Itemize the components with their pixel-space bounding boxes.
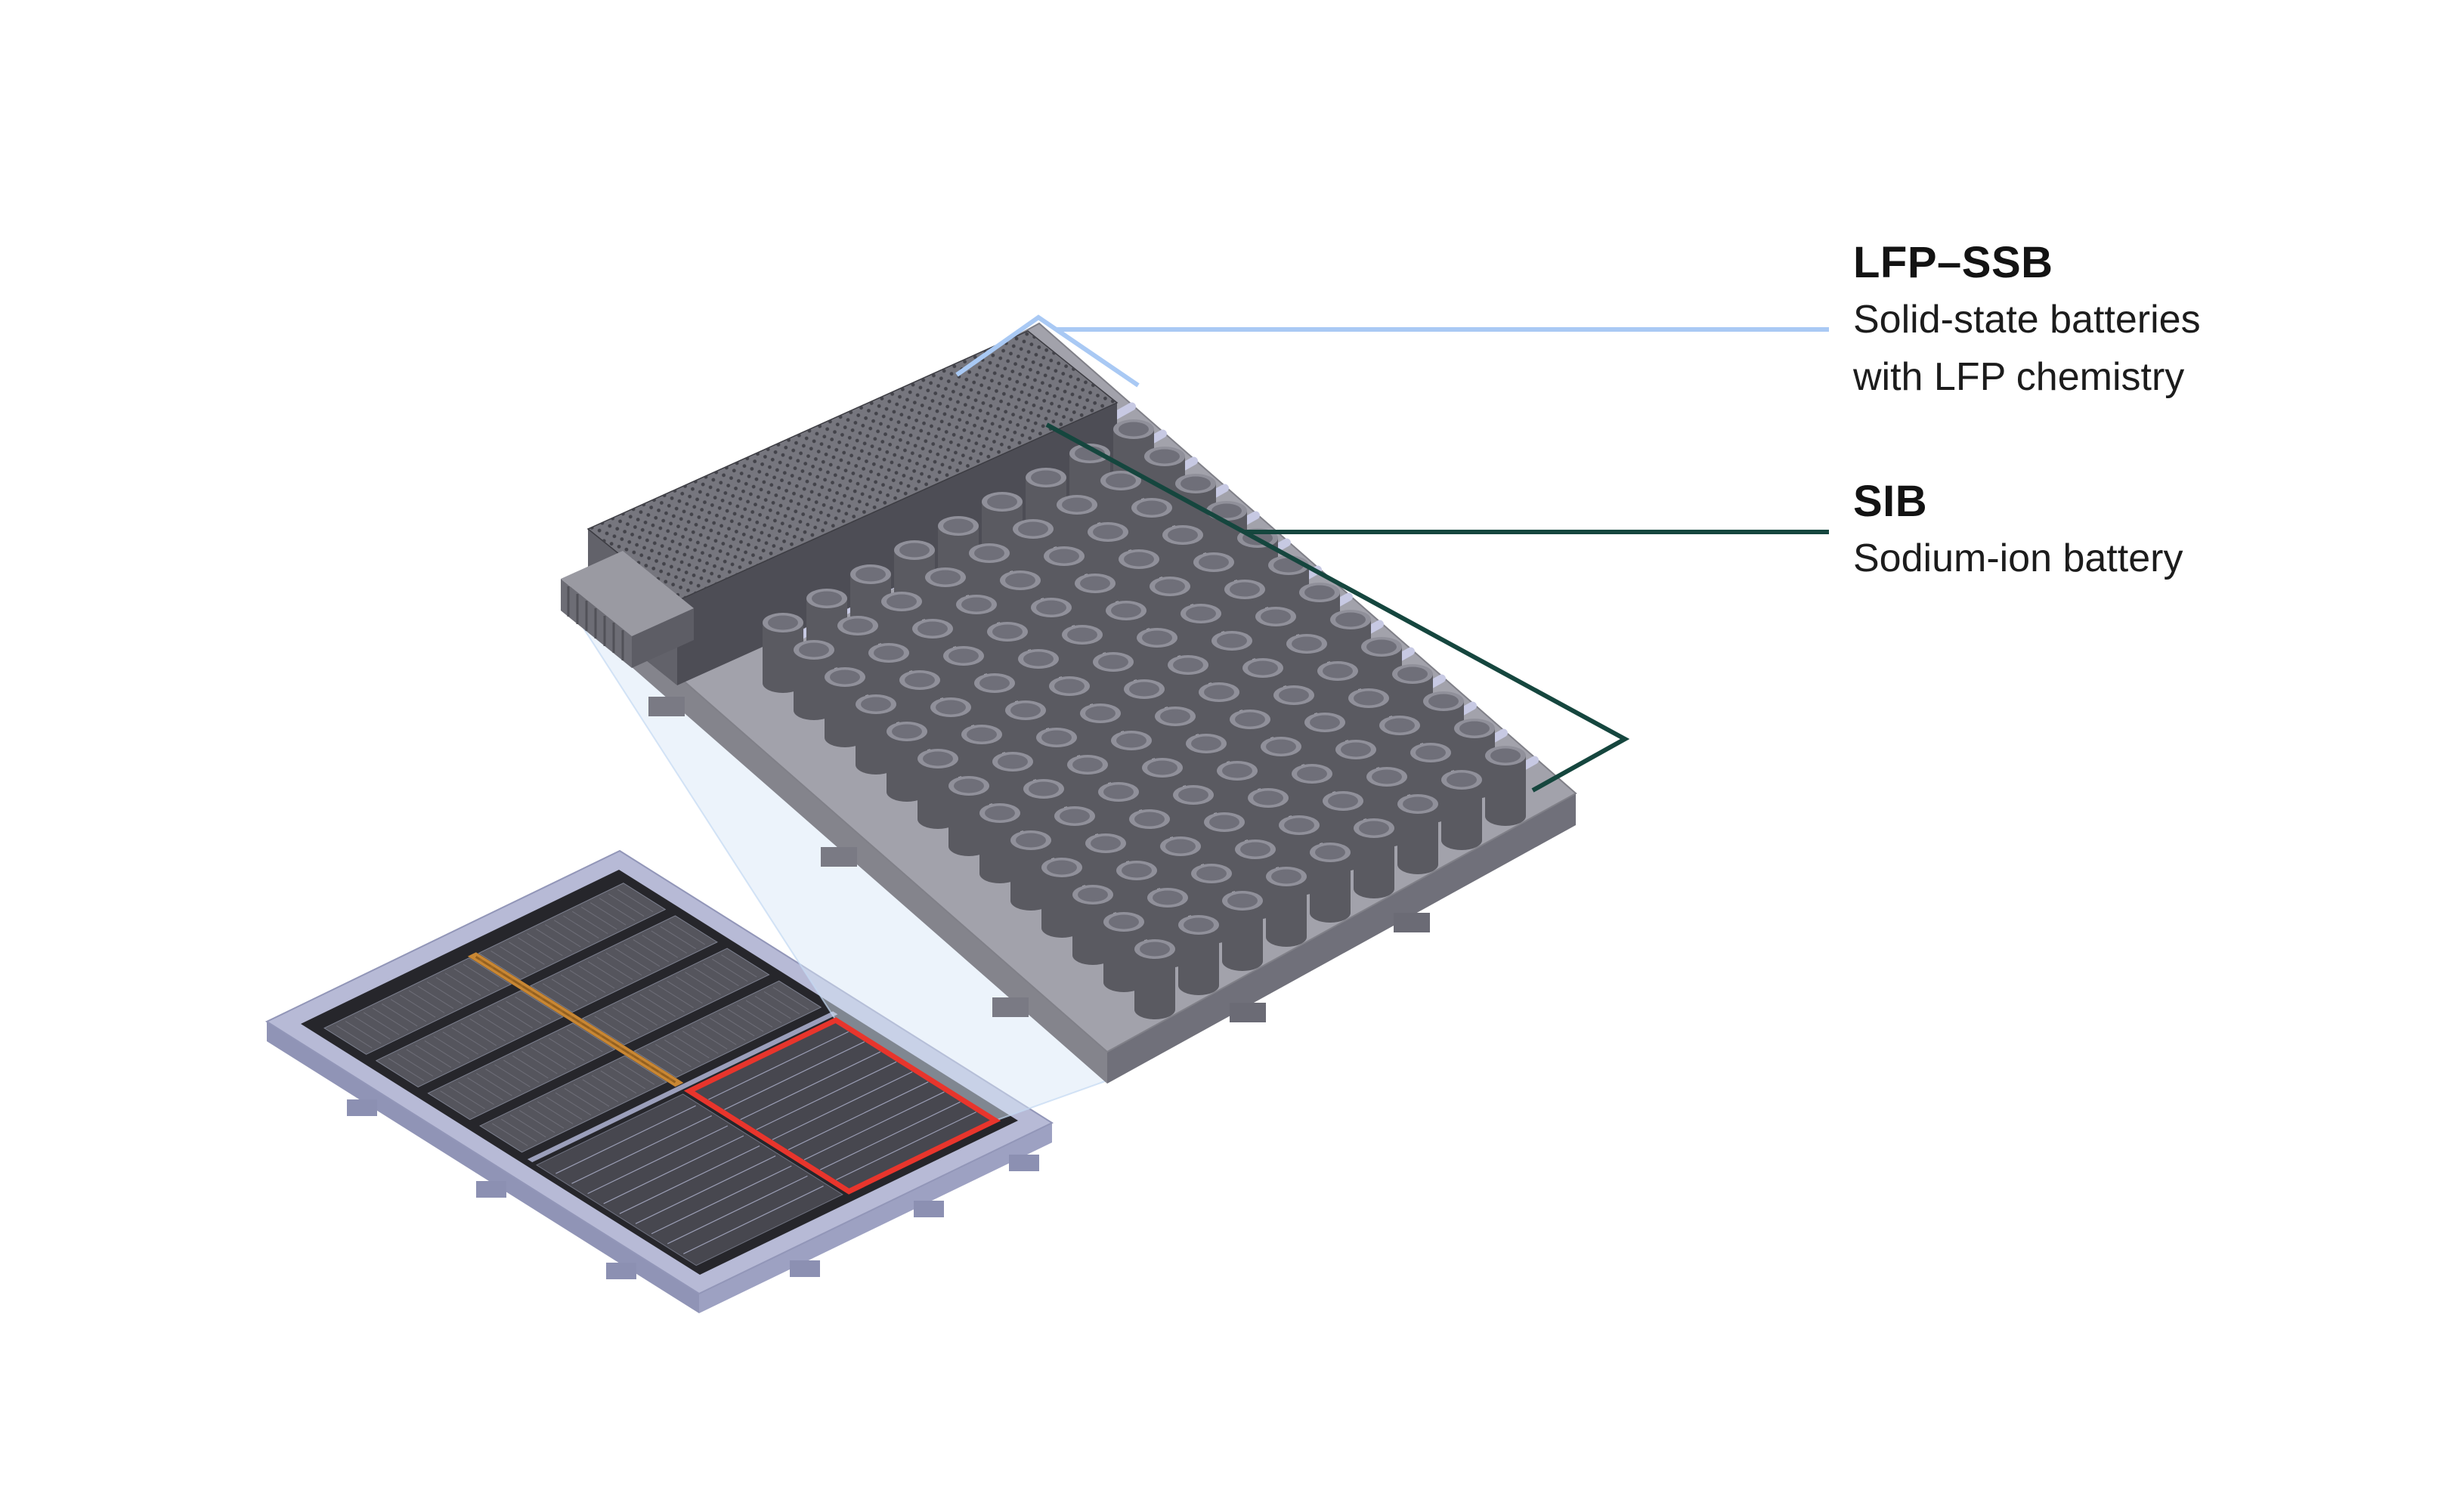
battery-pack-overview	[267, 851, 1052, 1313]
module-mounting-tabs	[648, 697, 1430, 1022]
pack-mounting-tabs	[347, 1099, 1039, 1279]
lfp-leader-line	[955, 314, 1829, 388]
lfp-ssb-annotation: LFP–SSB Solid-state batteries with LFP c…	[1853, 236, 2201, 407]
pack-tray-edge-left	[267, 1022, 699, 1313]
pack-modules	[301, 870, 1018, 1275]
lfp-ssb-description-line1: Solid-state batteries	[1853, 297, 2201, 342]
highlight-red-box	[683, 1017, 1001, 1195]
lfp-leader-bracket	[955, 314, 1140, 388]
cooling-pedestal	[561, 551, 694, 668]
sib-leader-bracket	[1045, 422, 1630, 793]
pack-tray-edge-right	[699, 1123, 1052, 1313]
sib-title: SIB	[1853, 477, 1928, 526]
lfp-ssb-block-top-texture	[588, 331, 1117, 601]
sib-description: Sodium-ion battery	[1853, 536, 2183, 580]
module-tray-edge-left	[571, 582, 1107, 1084]
battery-module-detail	[561, 322, 1577, 1084]
sib-leader-line	[1045, 422, 1829, 793]
lfp-ssb-title: LFP–SSB	[1853, 238, 2053, 287]
pedestal-fins	[567, 586, 624, 660]
lfp-ssb-description-line2: with LFP chemistry	[1853, 355, 2185, 400]
module-tray-edge-right	[1107, 793, 1576, 1084]
sib-annotation: SIB Sodium-ion battery	[1853, 475, 2183, 587]
